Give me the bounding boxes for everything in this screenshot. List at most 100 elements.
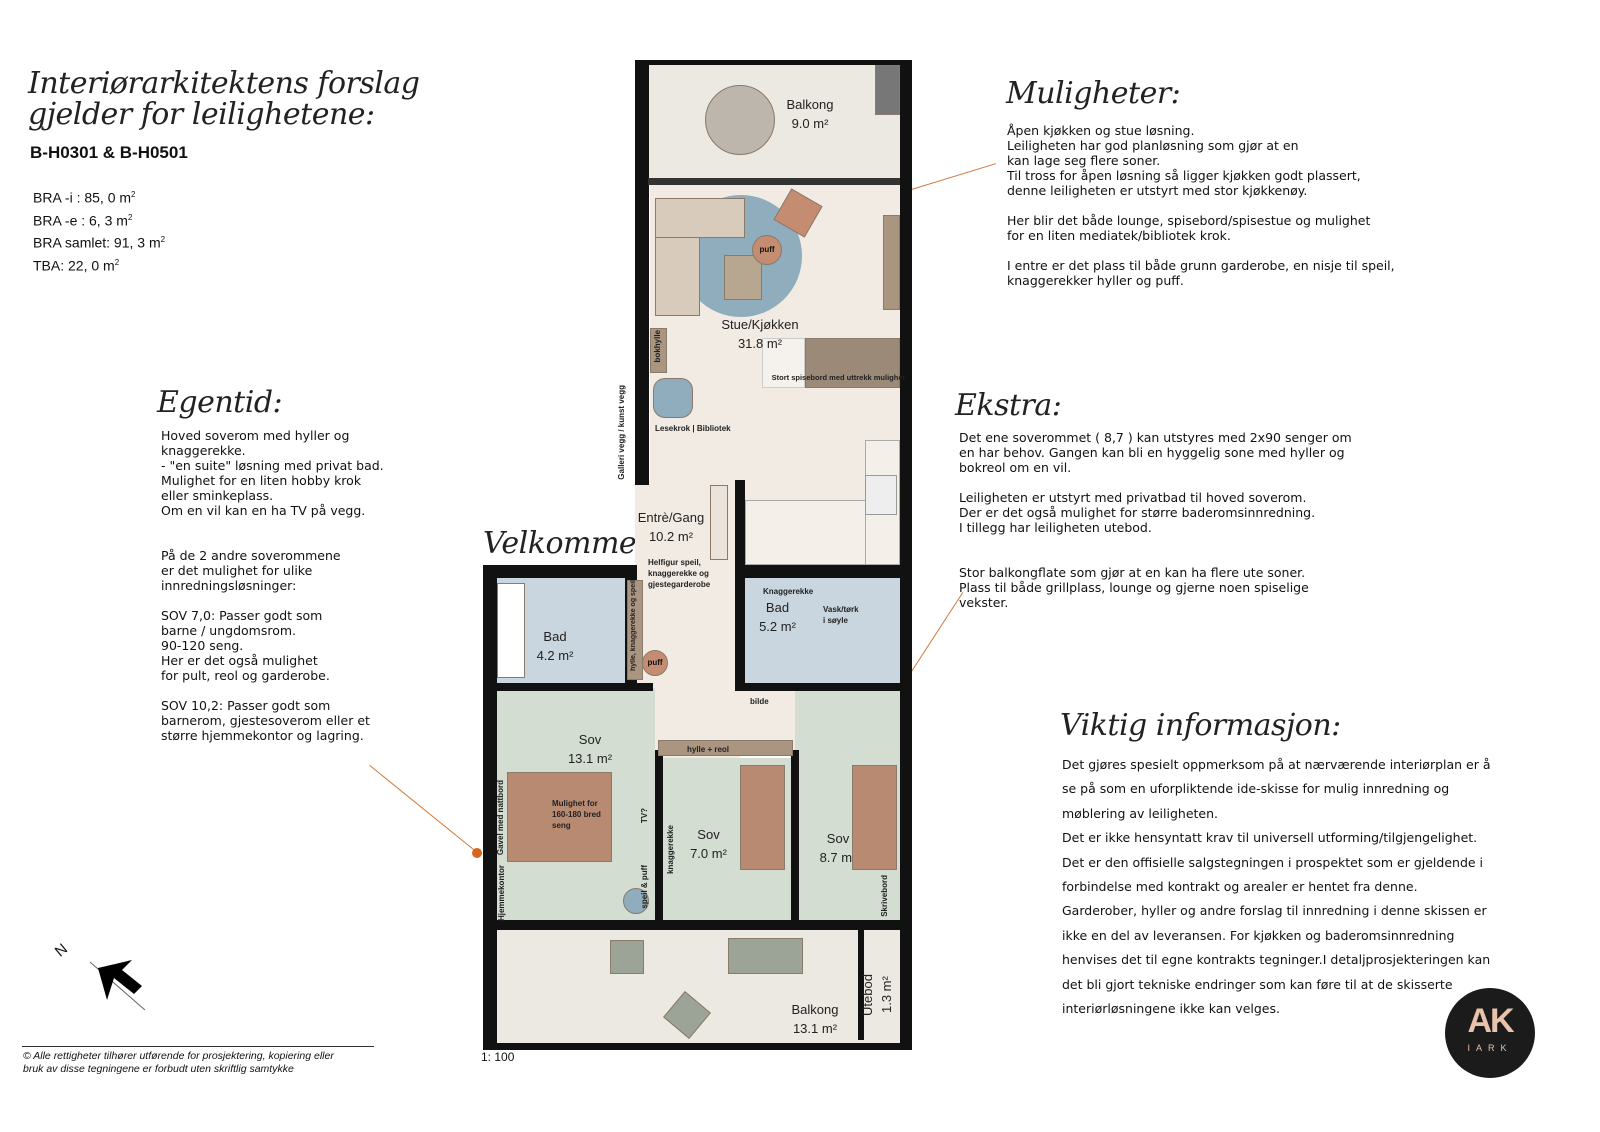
title-line-1: Interiørarkitektens forslag bbox=[28, 66, 420, 101]
viktig-heading: Viktig informasjon: bbox=[1060, 708, 1341, 743]
velkommen-label: Velkommen bbox=[483, 526, 655, 561]
helfigur-label: Helfigur speil, knaggerekke og gjestegar… bbox=[648, 558, 711, 589]
viktig-line: Garderober, hyller og andre forslag til … bbox=[1062, 903, 1487, 919]
lesekrok-label: Lesekrok | Bibliotek bbox=[655, 424, 731, 433]
wall bbox=[735, 683, 900, 691]
leader-line bbox=[908, 163, 997, 191]
spisebord-label: Stort spisebord med uttrekk mulighet bbox=[771, 373, 905, 382]
leader-line bbox=[369, 765, 475, 851]
vask-label: Vask/tørk i søyle bbox=[823, 605, 859, 625]
divider bbox=[22, 1046, 374, 1047]
window-wall bbox=[648, 178, 900, 185]
reading-chair bbox=[653, 378, 693, 418]
seng-label: Mulighet for 160-180 bred seng bbox=[552, 799, 601, 830]
wall bbox=[635, 60, 649, 485]
viktig-line: Det er den offisielle salgstegningen i p… bbox=[1062, 854, 1484, 870]
outdoor-sofa bbox=[728, 938, 803, 974]
room-hallway bbox=[655, 680, 795, 750]
area-label: TBA: 22, 0 m bbox=[33, 257, 115, 274]
viktig-line: henvises det til egne kontrakts tegninge… bbox=[1062, 952, 1491, 968]
single-bed bbox=[740, 765, 785, 870]
dining-table bbox=[805, 338, 900, 388]
outdoor-chair bbox=[610, 940, 644, 974]
knaggerekke-sov-label: knaggerekke bbox=[666, 825, 675, 874]
sov-7-label: Sov 7.0 m² bbox=[690, 827, 727, 861]
area-item: BRA -e : 6, 3 m2 bbox=[33, 208, 165, 231]
area-item: BRA -i : 85, 0 m2 bbox=[33, 185, 165, 208]
logo-mark: AK bbox=[1467, 1002, 1514, 1040]
gavl-label: Gavel med nattbord bbox=[496, 780, 505, 856]
unit-ids: B-H0301 & B-H0501 bbox=[30, 143, 188, 162]
dining-table-extension bbox=[762, 338, 805, 388]
single-bed bbox=[852, 765, 897, 870]
viktig-line: interiørløsningene ikke kan velges. bbox=[1062, 1001, 1280, 1017]
wall bbox=[735, 480, 745, 690]
area-unit-sup: 2 bbox=[131, 190, 136, 199]
tv-bench bbox=[883, 215, 900, 310]
bad-small-label: Bad 4.2 m² bbox=[536, 629, 574, 663]
puff-living: puff bbox=[752, 235, 782, 265]
bilde-label: bilde bbox=[750, 697, 769, 706]
leader-line bbox=[908, 592, 964, 677]
area-item: TBA: 22, 0 m2 bbox=[33, 253, 165, 276]
mirror-puff bbox=[623, 888, 649, 914]
balcony-grill bbox=[875, 65, 900, 115]
area-unit-sup: 2 bbox=[127, 212, 133, 222]
wall bbox=[483, 683, 653, 691]
muligheter-body: Åpen kjøkken og stue løsning. Leilighete… bbox=[1007, 123, 1395, 288]
muligheter-heading: Muligheter: bbox=[1006, 76, 1181, 111]
bokhylle-label: bokhylle bbox=[653, 330, 662, 363]
viktig-line: forbindelse med kontrakt og arealer er h… bbox=[1062, 879, 1418, 895]
floor-plan: puff bokhylle Stort spisebord med uttrek… bbox=[480, 60, 915, 1050]
speil-puff-label: speil & puff bbox=[640, 865, 649, 909]
north-arrow: N bbox=[50, 940, 150, 1015]
north-arrow-icon bbox=[89, 960, 146, 1011]
egentid-heading: Egentid: bbox=[157, 385, 283, 420]
knaggerekke-bad-label: Knaggerekke bbox=[763, 587, 814, 596]
egentid-body: Hoved soverom med hyller og knaggerekke.… bbox=[161, 428, 384, 743]
balkong-bottom-label: Balkong 13.1 m² bbox=[791, 1002, 839, 1036]
wall bbox=[483, 565, 635, 578]
balkong-top-label: Balkong 9.0 m² bbox=[786, 97, 834, 131]
coffee-table bbox=[724, 255, 762, 300]
tv-label: TV? bbox=[640, 808, 649, 824]
bathroom-vanity bbox=[497, 583, 525, 678]
wall bbox=[791, 750, 799, 925]
wall bbox=[483, 1043, 912, 1050]
bookshelf bbox=[650, 328, 667, 373]
area-label: BRA samlet: 91, 3 m bbox=[33, 234, 161, 251]
viktig-line: møblering av leiligheten. bbox=[1062, 805, 1219, 821]
stue-label: Stue/Kjøkken 31.8 m² bbox=[721, 317, 799, 351]
sov-13-label: Sov 13.1 m² bbox=[567, 732, 613, 766]
viktig-line: Det er ikke hensyntatt krav til universe… bbox=[1062, 830, 1478, 846]
skrivebord-label: Skrivebord bbox=[880, 875, 889, 917]
wall bbox=[900, 60, 912, 1050]
viktig-line: det bli gjort tekniske endringer som kan… bbox=[1062, 976, 1453, 992]
viktig-body: Det gjøres spesielt oppmerksom på at nær… bbox=[1062, 753, 1491, 1021]
entre-shelf bbox=[627, 580, 643, 680]
shelf-reol bbox=[658, 740, 793, 756]
cooktop bbox=[865, 475, 897, 515]
room-balkong-top bbox=[648, 65, 902, 178]
wall bbox=[655, 750, 663, 925]
wall bbox=[740, 565, 900, 578]
wall bbox=[483, 920, 900, 930]
wall bbox=[483, 565, 497, 1050]
area-unit-sup: 2 bbox=[160, 235, 166, 245]
hylle-reol-label: hylle + reol bbox=[687, 745, 730, 754]
balcony-round-table bbox=[705, 85, 775, 155]
ekstra-heading: Ekstra: bbox=[955, 388, 1062, 423]
copyright: © Alle rettigheter tilhører utførende fo… bbox=[23, 1050, 334, 1075]
utebod-label: Utebod 1.3 m² bbox=[860, 974, 894, 1016]
ak-logo: AK IARK bbox=[1445, 988, 1535, 1078]
double-bed bbox=[507, 772, 612, 862]
ekstra-body: Det ene soverommet ( 8,7 ) kan utstyres … bbox=[959, 430, 1352, 610]
leader-dot bbox=[472, 848, 482, 858]
entre-label: Entrè/Gang 10.2 m² bbox=[637, 510, 705, 544]
viktig-line: ikke en del av leveransen. For kjøkken o… bbox=[1062, 927, 1455, 943]
viktig-line: Det gjøres spesielt oppmerksom på at nær… bbox=[1062, 757, 1491, 772]
logo-sub: IARK bbox=[1467, 1043, 1513, 1053]
title-line-2: gjelder for leilighetene: bbox=[28, 97, 375, 132]
area-item: BRA samlet: 91, 3 m2 bbox=[33, 230, 165, 253]
